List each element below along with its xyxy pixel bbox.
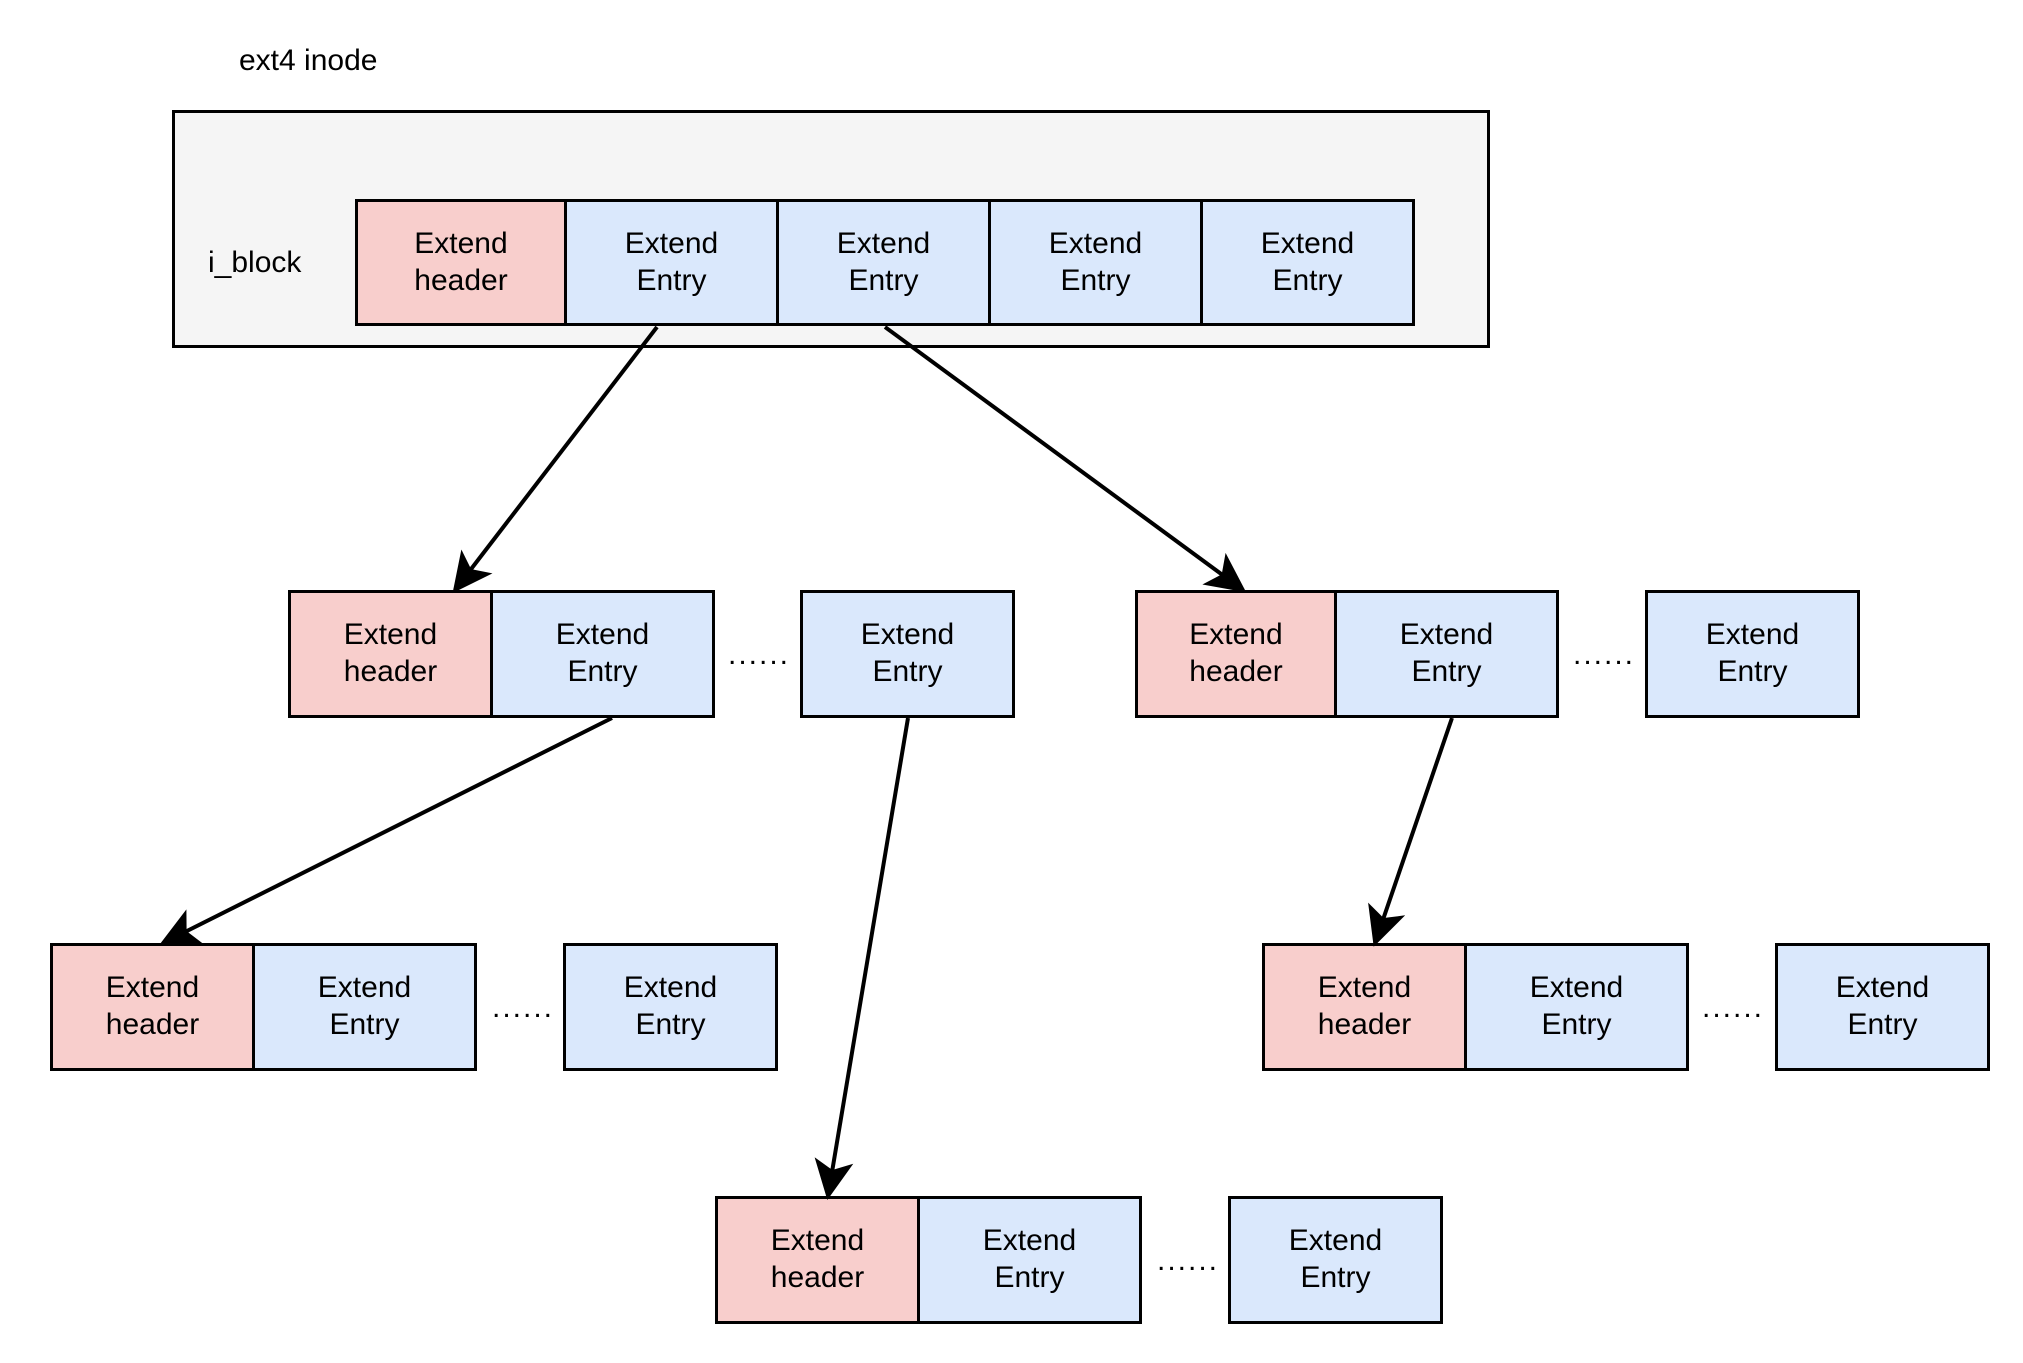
level3-center-extend-entry-last[interactable]: Extend Entry [1228,1196,1443,1324]
level1-left-ellipsis: ...... [728,638,791,671]
level3-center-extend-entry-first[interactable]: Extend Entry [920,1196,1142,1324]
level1-left-extend-entry-last[interactable]: Extend Entry [800,590,1015,718]
level3-center-extend-header[interactable]: Extend header [715,1196,920,1324]
iblock-extend-entry-4[interactable]: Extend Entry [1203,199,1415,326]
level2-right-ellipsis: ...... [1702,991,1765,1024]
iblock-extend-entry-2[interactable]: Extend Entry [779,199,991,326]
level2-right-extend-entry-last[interactable]: Extend Entry [1775,943,1990,1071]
level2-right-extend-header[interactable]: Extend header [1262,943,1467,1071]
level3-center-ellipsis: ...... [1157,1244,1220,1277]
iblock-extend-header[interactable]: Extend header [355,199,567,326]
level2-left-extend-entry-first[interactable]: Extend Entry [255,943,477,1071]
level1-right-ellipsis: ...... [1573,638,1636,671]
level2-left-extend-header[interactable]: Extend header [50,943,255,1071]
iblock-extend-entry-3[interactable]: Extend Entry [991,199,1203,326]
level1-left-extend-header[interactable]: Extend header [288,590,493,718]
arrow-level1-mid-entry-to-level3-center [814,717,910,1200]
iblock-extend-entry-1[interactable]: Extend Entry [567,199,779,326]
level1-left-extend-entry-first[interactable]: Extend Entry [493,590,715,718]
arrow-level1-right-entry-to-level2-right [1368,717,1454,947]
arrow-level1-left-entry-to-level2-left [159,716,613,945]
level1-right-extend-header[interactable]: Extend header [1135,590,1337,718]
level2-left-extend-entry-last[interactable]: Extend Entry [563,943,778,1071]
level1-right-extend-entry-first[interactable]: Extend Entry [1337,590,1559,718]
arrow-inode-entry1-to-level1-left [452,325,659,594]
i-block-label: i_block [208,246,302,279]
level2-left-ellipsis: ...... [492,991,555,1024]
level2-right-extend-entry-first[interactable]: Extend Entry [1467,943,1689,1071]
inode-title: ext4 inode [239,44,378,77]
arrow-inode-entry2-to-level1-right [883,325,1247,593]
level1-right-extend-entry-last[interactable]: Extend Entry [1645,590,1860,718]
